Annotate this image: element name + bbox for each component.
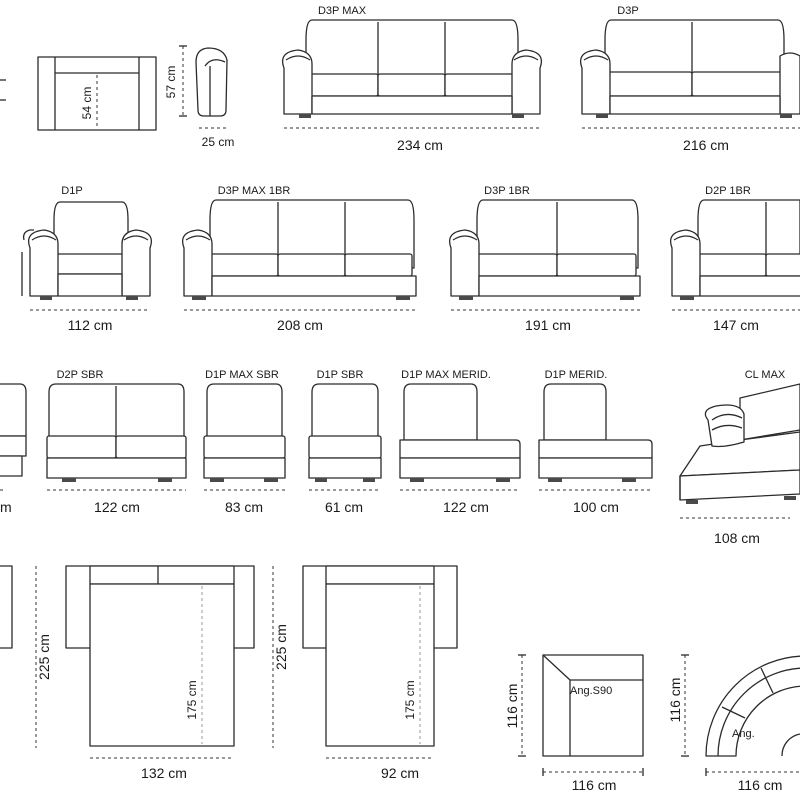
d1p-max-merid-width: 122 cm [443, 499, 489, 515]
d2p-1br-width: 147 cm [713, 317, 759, 333]
corner-height: 116 cm [504, 684, 520, 729]
armchair-height-label: 54 cm [80, 87, 94, 120]
round-height: 116 cm [667, 678, 683, 723]
corner-name: Ang.S90 [570, 685, 612, 697]
sofa-d2p-1br: D2P 1BR 147 cm [669, 185, 800, 333]
d1p-max-sbr-width: 83 cm [225, 499, 263, 515]
d3p-1br-width: 191 cm [525, 317, 571, 333]
d1p-max-merid-name: D1P MAX MERID. [401, 369, 491, 381]
d3p-max-width: 234 cm [397, 137, 443, 153]
d1p-width: 112 cm [68, 317, 113, 333]
d1p-max-sbr-name: D1P MAX SBR [205, 369, 279, 381]
module-d1p-merid: D1P MERID. 100 cm [538, 369, 653, 515]
d1p-merid-width: 100 cm [573, 499, 619, 515]
module-d1p-max-merid: D1P MAX MERID. 122 cm [399, 369, 521, 515]
bed1-mattress: 175 cm [185, 680, 199, 719]
chaise-cl-max: CL MAX 108 cm [679, 369, 800, 546]
d2p-sbr-name: D2P SBR [57, 369, 104, 381]
bed2-width: 92 cm [381, 765, 419, 781]
side-height-label: 57 cm [164, 66, 178, 99]
d3p-name: D3P [617, 5, 638, 17]
d1p-merid-name: D1P MERID. [545, 369, 608, 381]
d1p-sbr-width: 61 cm [325, 499, 363, 515]
corner-ang-round: 116 cm Ang. 116 cm [667, 654, 800, 793]
armchair-back-view: 54 cm [37, 56, 157, 131]
corner-width: 116 cm [572, 777, 617, 793]
corner-ang-s90: 116 cm Ang.S90 116 cm [504, 654, 644, 793]
module-d1p-max-sbr: D1P MAX SBR 83 cm [203, 369, 286, 515]
side-profile-view: 57 cm 25 cm [164, 45, 235, 149]
partial-left-bed [0, 565, 13, 649]
cl-max-width: 108 cm [714, 530, 760, 546]
round-name: Ang. [732, 728, 755, 740]
armchair-d1p: D1P 112 cm [27, 185, 153, 333]
module-d1p-sbr: D1P SBR 61 cm [308, 369, 382, 515]
sofa-d3p-max: D3P MAX 234 cm [281, 5, 543, 153]
d3p-max-1br-width: 208 cm [277, 317, 323, 333]
partial-left-module: m [0, 383, 27, 515]
d1p-name: D1P [61, 185, 82, 197]
sofa-bed-92: 225 cm 175 cm 92 cm [272, 565, 458, 781]
bed2-length: 225 cm [273, 624, 289, 670]
sofa-d3p-max-1br: D3P MAX 1BR 208 cm [181, 185, 417, 333]
cl-max-name: CL MAX [745, 369, 786, 381]
side-depth-label: 25 cm [202, 135, 235, 149]
sofa-d3p: D3P 216 cm [579, 5, 800, 153]
d3p-width: 216 cm [683, 137, 729, 153]
sofa-d2p-sbr: D2P SBR 122 cm [46, 369, 187, 515]
partial-left-item [0, 79, 6, 101]
d3p-1br-name: D3P 1BR [484, 185, 530, 197]
d3p-max-name: D3P MAX [318, 5, 367, 17]
bed2-mattress: 175 cm [403, 680, 417, 719]
round-width: 116 cm [738, 777, 783, 793]
bed1-width: 132 cm [141, 765, 187, 781]
partial-left-width: m [0, 499, 12, 515]
d1p-sbr-name: D1P SBR [317, 369, 364, 381]
sofa-d3p-1br: D3P 1BR 191 cm [448, 185, 641, 333]
d3p-max-1br-name: D3P MAX 1BR [218, 185, 291, 197]
d2p-1br-name: D2P 1BR [705, 185, 751, 197]
sofa-bed-132: 225 cm 175 cm 132 cm [35, 565, 255, 781]
partial-left-armrest [21, 229, 34, 296]
d2p-sbr-width: 122 cm [94, 499, 140, 515]
bed1-length: 225 cm [36, 634, 52, 680]
